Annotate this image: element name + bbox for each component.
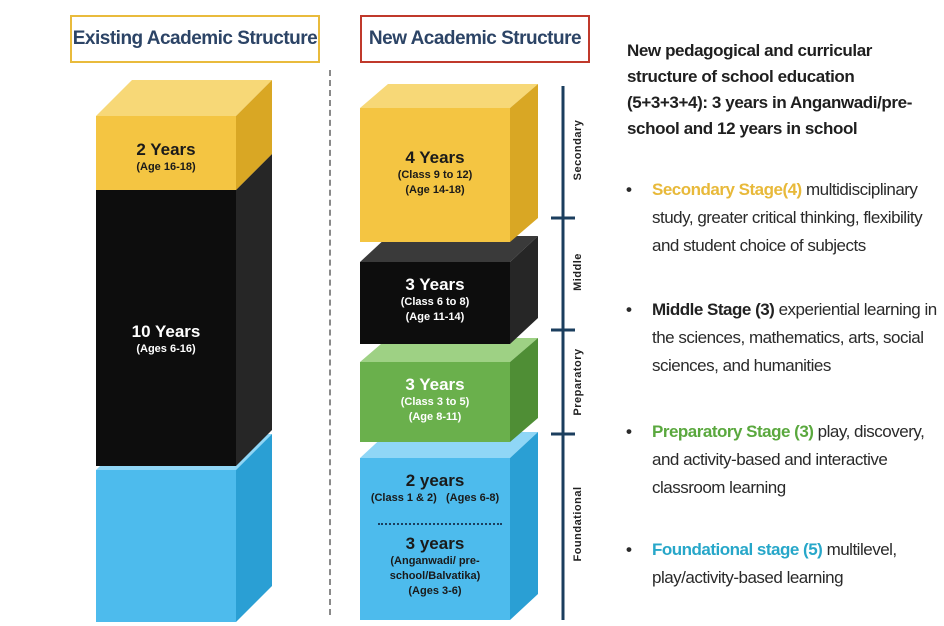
new-block-blue-label-bottom: 3 years (Anganwadi/ pre- school/Balvatik… [390, 534, 480, 599]
new-blue-detail4: (Ages 3-6) [408, 585, 462, 597]
bullet-middle: • Middle Stage (3) experiential learning… [626, 296, 942, 380]
new-black-detail1: (Class 6 to 8) [400, 296, 470, 308]
bullet-preparatory-stage: Preparatory Stage (3) [652, 422, 814, 441]
existing-block-black-label: 10 Years (Ages 6-16) [132, 322, 201, 357]
bullet-preparatory-text: play, discovery, and activity-based and … [652, 422, 925, 497]
new-block-black-label: 3 Years (Class 6 to 8) (Age 11-14) [401, 275, 469, 325]
new-blue-years: 2 years [405, 471, 465, 490]
new-block-blue-label-top: 2 years (Class 1 & 2) (Ages 6-8) [371, 471, 499, 506]
new-yellow-years: 4 Years [405, 148, 465, 167]
bullet-middle-stage: Middle Stage (3) [652, 300, 775, 319]
new-block-black [360, 236, 538, 344]
existing-black-detail: (Ages 6-16) [136, 343, 196, 355]
new-blue-detail3: school/Balvatika) [389, 570, 481, 582]
new-block-green [360, 338, 538, 442]
new-black-detail2: (Age 11-14) [405, 311, 465, 323]
stage-label-preparatory: Preparatory [572, 348, 584, 416]
new-blue-detail1: (Class 1 & 2) (Ages 6-8) [370, 492, 500, 504]
existing-block-yellow-label: 2 Years (Age 16-18) [136, 140, 195, 175]
stage-label-middle: Middle [572, 253, 584, 291]
new-blue-detail2: (Anganwadi/ pre- [390, 555, 480, 567]
stage-label-foundational: Foundational [572, 486, 584, 562]
bullet-dot: • [626, 300, 632, 319]
existing-block-yellow [96, 80, 272, 190]
bullet-foundational: • Foundational stage (5) multilevel, pla… [626, 536, 942, 592]
new-green-years: 3 Years [405, 375, 465, 394]
new-yellow-detail2: (Age 14-18) [405, 184, 465, 196]
bullet-secondary: • Secondary Stage(4) multidisciplinary s… [626, 176, 942, 260]
new-block-green-label: 3 Years (Class 3 to 5) (Age 8-11) [401, 375, 469, 425]
bullet-dot: • [626, 540, 632, 559]
bullet-middle-text: experiential learning in the sciences, m… [652, 300, 937, 375]
bullet-secondary-text: multidisciplinary study, greater critica… [652, 180, 923, 255]
new-structure-header: New Academic Structure [360, 15, 590, 63]
new-block-yellow [360, 84, 538, 242]
existing-block-black [96, 154, 272, 466]
new-green-detail2: (Age 8-11) [408, 411, 462, 423]
bullet-foundational-text: multilevel, play/activity-based learning [652, 540, 897, 587]
bullet-foundational-stage: Foundational stage (5) [652, 540, 823, 559]
bullet-dot: • [626, 180, 632, 199]
intro-text: New pedagogical and curricular structure… [627, 41, 912, 138]
new-blue-years2: 3 years [405, 534, 465, 553]
new-black-years: 3 Years [405, 275, 465, 294]
bullet-dot: • [626, 422, 632, 441]
existing-structure-header: Existing Academic Structure [70, 15, 320, 63]
new-block-yellow-label: 4 Years (Class 9 to 12) (Age 14-18) [398, 148, 473, 198]
bullet-secondary-stage: Secondary Stage(4) [652, 180, 802, 199]
existing-yellow-years: 2 Years [136, 140, 196, 159]
bullet-preparatory: • Preparatory Stage (3) play, discovery,… [626, 418, 942, 502]
stage-label-secondary: Secondary [572, 119, 584, 181]
existing-black-years: 10 Years [131, 322, 201, 341]
new-yellow-detail1: (Class 9 to 12) [397, 169, 473, 181]
stage-timeline [551, 86, 575, 620]
existing-yellow-detail: (Age 16-18) [136, 161, 196, 173]
new-green-detail1: (Class 3 to 5) [400, 396, 470, 408]
dashed-divider [329, 70, 331, 615]
blue-block-dotted-separator [378, 523, 502, 525]
